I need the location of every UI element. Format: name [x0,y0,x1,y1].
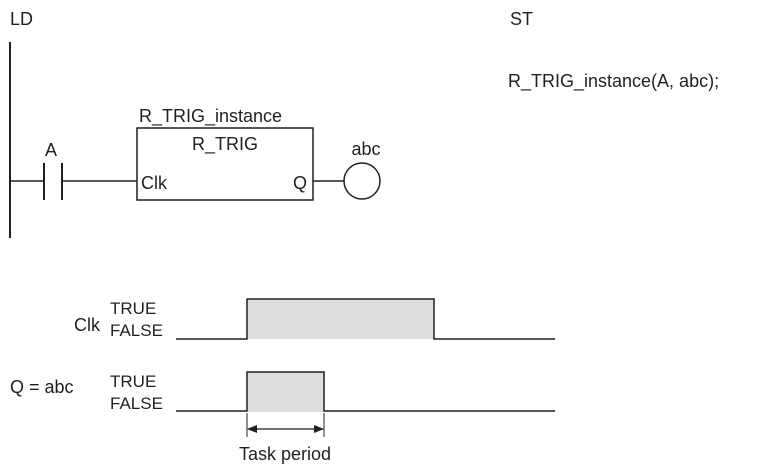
ld-heading: LD [10,9,33,29]
block-type-name: R_TRIG [192,134,258,155]
contact-a [43,163,63,200]
coil-abc [343,162,381,200]
clk-pulse-fill [247,299,434,339]
st-code: R_TRIG_instance(A, abc); [508,71,719,92]
block-instance-name: R_TRIG_instance [139,106,282,127]
q-waveform [176,371,555,412]
q-false-label: FALSE [110,394,163,413]
coil-label: abc [351,139,380,159]
r-trig-block [136,127,314,201]
clk-signal-name: Clk [74,315,101,335]
clk-false-label: FALSE [110,321,163,340]
clk-true-label: TRUE [110,299,156,318]
q-true-label: TRUE [110,372,156,391]
q-pulse-fill [247,372,324,412]
q-signal-name: Q = abc [10,377,74,397]
clk-waveform [176,298,555,340]
block-input-pin: Clk [141,173,168,193]
contact-label: A [45,140,57,160]
block-output-pin: Q [293,173,307,193]
period-label: Task period [239,444,331,464]
st-heading: ST [510,9,533,29]
